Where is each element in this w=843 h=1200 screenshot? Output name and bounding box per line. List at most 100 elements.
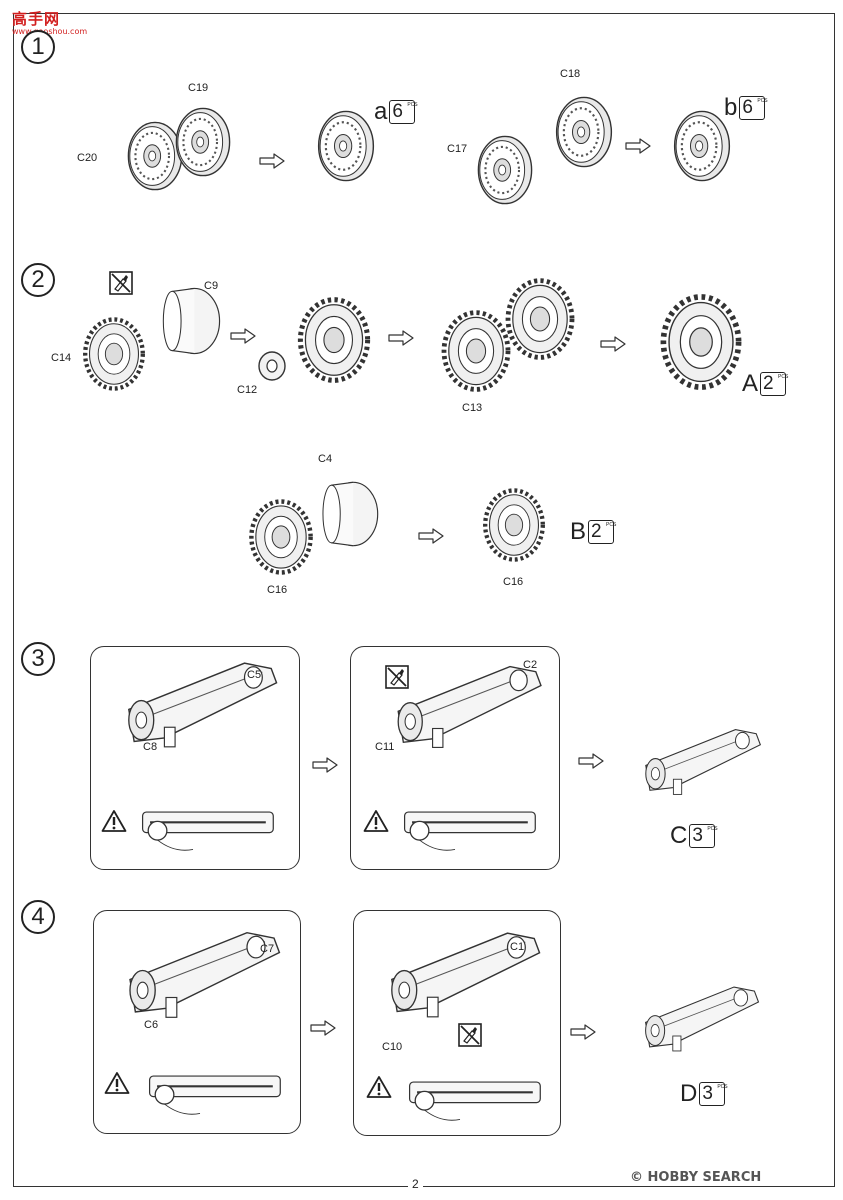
quantity-value: 2 [763, 373, 774, 394]
hub-c4-part [310, 466, 382, 562]
result-B: B 2 PCS [570, 518, 616, 545]
quantity-badge: 2 PCS [760, 372, 789, 396]
result-letter: a [374, 98, 388, 125]
outline-arrow-icon [418, 528, 444, 544]
quantity-badge: 2 PCS [588, 520, 616, 544]
warning-icon [104, 1071, 130, 1095]
quantity-unit: PCS [778, 374, 789, 380]
result-b: b 6 PCS [724, 94, 768, 121]
outline-arrow-icon [600, 336, 626, 352]
logo-subtitle: www.gaoshou.com [12, 27, 88, 36]
label-c16-result: C16 [503, 576, 524, 588]
quantity-value: 3 [692, 825, 703, 846]
label-c7: C7 [260, 943, 275, 955]
outline-arrow-icon [388, 330, 414, 346]
footer-rule-left [13, 1186, 403, 1187]
logo-title: 高手网 [12, 10, 61, 28]
wheel-assembly-a-part [310, 96, 382, 196]
quantity-value: 2 [591, 521, 602, 542]
label-c13: C13 [462, 402, 483, 414]
result-letter: C [670, 822, 688, 849]
quantity-badge: 6 PCS [739, 96, 768, 120]
label-c10: C10 [382, 1041, 403, 1053]
quantity-unit: PCS [757, 98, 768, 104]
label-c12: C12 [237, 384, 258, 396]
no-cement-icon [109, 271, 133, 295]
label-c9: C9 [204, 280, 219, 292]
result-letter: b [724, 94, 738, 121]
result-letter: A [742, 370, 759, 397]
assembly-detail-diagram [137, 797, 277, 857]
warning-icon [363, 809, 389, 833]
sprocket-with-hub-part [292, 290, 376, 390]
footer-rule-right [432, 1186, 622, 1187]
quantity-badge: 6 PCS [389, 100, 418, 124]
step3-panel-right: C2 C11 [350, 646, 560, 870]
wheel-c19-part [168, 92, 238, 192]
page-frame [13, 13, 835, 1187]
page-number: 2 [408, 1177, 423, 1191]
sprocket-outer-part [500, 270, 580, 368]
result-letter: B [570, 518, 587, 545]
label-c18: C18 [560, 68, 581, 80]
label-c1: C1 [510, 941, 525, 953]
label-c8: C8 [143, 741, 158, 753]
assembly-detail-diagram [399, 797, 539, 857]
quantity-value: 6 [392, 101, 403, 122]
step-number-4: 4 [21, 900, 55, 934]
suspension-arm-c1-part [374, 925, 552, 1025]
outline-arrow-icon [570, 1024, 596, 1040]
sprocket-assembly-a-part [654, 290, 748, 394]
label-c20: C20 [77, 152, 98, 164]
suspension-arm-c2-part [381, 657, 553, 757]
wheel-c18-part [548, 80, 620, 184]
label-c19: C19 [188, 82, 209, 94]
result-letter: D [680, 1080, 698, 1107]
spacer-c12-part [258, 351, 286, 381]
step4-panel-left: C7 C6 [93, 910, 301, 1134]
quantity-unit: PCS [717, 1084, 728, 1090]
assembly-detail-diagram [144, 1061, 284, 1121]
outline-arrow-icon [578, 753, 604, 769]
no-cement-icon [458, 1023, 482, 1047]
suspension-arm-c5-part [111, 655, 289, 755]
label-c6: C6 [144, 1019, 159, 1031]
sprocket-assembly-b-part [478, 476, 550, 574]
label-c11: C11 [375, 741, 395, 753]
result-C: C 3 PCS [670, 822, 718, 849]
step4-panel-right: C1 C10 [353, 910, 561, 1136]
sprocket-c16-part [244, 490, 318, 584]
site-logo: 高手网 www.gaoshou.com [4, 5, 87, 39]
warning-icon [366, 1075, 392, 1099]
quantity-unit: PCS [707, 826, 718, 832]
step-number-1: 1 [21, 30, 55, 64]
suspension-assembly-d-part [632, 978, 768, 1060]
result-A: A 2 PCS [742, 370, 789, 397]
quantity-badge: 3 PCS [699, 1082, 728, 1106]
outline-arrow-icon [310, 1020, 336, 1036]
step-number-3: 3 [21, 642, 55, 676]
label-c5: C5 [247, 669, 262, 681]
quantity-value: 6 [742, 97, 753, 118]
outline-arrow-icon [625, 138, 651, 154]
result-D: D 3 PCS [680, 1080, 728, 1107]
label-c14: C14 [51, 352, 72, 364]
outline-arrow-icon [259, 153, 285, 169]
watermark: © HOBBY SEARCH [630, 1170, 762, 1185]
warning-icon [101, 809, 127, 833]
quantity-badge: 3 PCS [689, 824, 718, 848]
step-number-2: 2 [21, 263, 55, 297]
result-a: a 6 PCS [374, 98, 418, 125]
label-c2: C2 [523, 659, 538, 671]
suspension-assembly-c-part [632, 722, 770, 802]
step3-panel-left: C5 C8 [90, 646, 300, 870]
quantity-value: 3 [702, 1083, 713, 1104]
quantity-unit: PCS [407, 102, 418, 108]
outline-arrow-icon [312, 757, 338, 773]
outline-arrow-icon [230, 328, 256, 344]
label-c4: C4 [318, 453, 333, 465]
sprocket-c14-part [78, 306, 150, 402]
suspension-arm-c7-part [112, 925, 292, 1025]
assembly-detail-diagram [404, 1067, 544, 1127]
wheel-c17-part [470, 120, 540, 220]
